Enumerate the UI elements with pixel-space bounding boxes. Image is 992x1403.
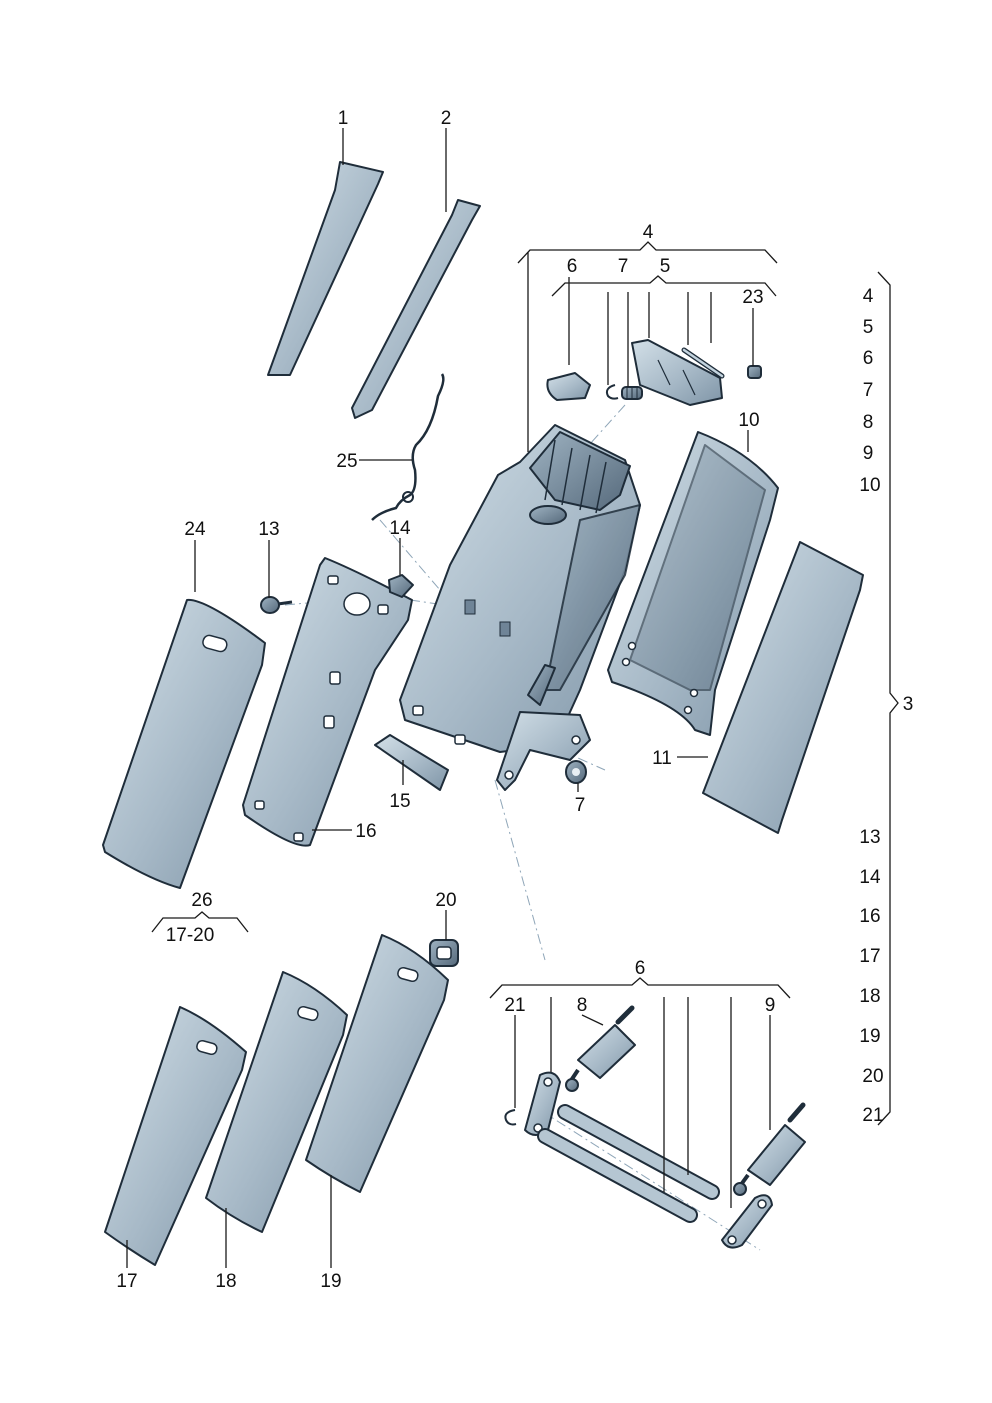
legend-item: 19 [859, 1026, 880, 1047]
part-17-board [104, 1006, 247, 1266]
callout-26: 26 [191, 890, 212, 911]
part-11-panel [702, 541, 864, 834]
part-pin-rod [681, 347, 725, 379]
part-10-cover [607, 431, 779, 736]
legend-item: 10 [859, 475, 880, 496]
part-tube-lower [537, 1128, 698, 1223]
callout-18: 18 [215, 1271, 236, 1292]
callout-14: 14 [389, 518, 411, 539]
legend-item: 7 [863, 380, 874, 401]
part-7-nut-lower [565, 760, 587, 784]
callout-10: 10 [738, 410, 759, 431]
legend-item: 4 [863, 286, 874, 307]
callout-1: 1 [338, 108, 349, 129]
callout-6-top: 6 [567, 256, 578, 277]
part-spring [621, 386, 643, 400]
callout-15: 15 [389, 791, 410, 812]
leader-lines [126, 128, 771, 1268]
callout-23: 23 [742, 287, 763, 308]
legend-item: 17 [859, 946, 880, 967]
callout-7-bottom: 7 [575, 795, 586, 816]
group-braces [151, 241, 899, 1126]
part-25-wire-rod [371, 373, 445, 521]
part-2-trim-strip [351, 199, 481, 419]
part-1-trim-strip [267, 161, 384, 376]
legend-group-3: 4 5 6 7 8 9 10 13 14 16 17 18 19 20 21 [859, 286, 883, 1126]
callout-11: 11 [652, 748, 672, 769]
callout-13: 13 [258, 519, 279, 540]
callout-16: 16 [355, 821, 376, 842]
part-16-frame-plate [242, 557, 413, 847]
callout-6-lower: 6 [635, 958, 646, 979]
part-hinge-plate-right [721, 1194, 773, 1249]
part-15-bracket [374, 734, 449, 791]
callout-24: 24 [184, 519, 206, 540]
callout-labels: 1 2 4 6 7 5 23 10 25 24 13 14 15 16 7 11… [116, 108, 913, 1292]
callout-8: 8 [577, 995, 588, 1016]
legend-item: 9 [863, 443, 874, 464]
part-21-retaining-clip [504, 1109, 517, 1126]
part-14-clip [388, 574, 414, 598]
callout-9: 9 [765, 995, 776, 1016]
callout-5: 5 [660, 256, 671, 277]
callout-25: 25 [336, 451, 357, 472]
callout-17-20: 17-20 [166, 925, 215, 946]
part-6-cap [546, 372, 591, 401]
legend-item: 21 [862, 1105, 883, 1126]
part-9-gas-strut [733, 1102, 806, 1196]
legend-item: 13 [859, 827, 880, 848]
legend-item: 16 [859, 906, 880, 927]
legend-item: 18 [859, 986, 880, 1007]
legend-item: 14 [859, 867, 881, 888]
part-20-frame-clip [429, 939, 459, 967]
callout-4-top: 4 [643, 222, 654, 243]
callout-20: 20 [435, 890, 456, 911]
legend-item: 8 [863, 412, 874, 433]
legend-item: 5 [863, 317, 874, 338]
part-19-board [305, 934, 449, 1193]
part-7-spring-clip-top [605, 384, 619, 400]
callout-19: 19 [320, 1271, 341, 1292]
part-23-pin [747, 365, 762, 379]
part-24-panel [102, 598, 266, 889]
part-5-latch-housing [631, 339, 723, 406]
callout-17: 17 [116, 1271, 137, 1292]
part-tube-upper [557, 1104, 720, 1200]
part-18-board [205, 971, 348, 1233]
callout-2: 2 [441, 108, 452, 129]
main-housing [399, 424, 641, 791]
part-8-gas-strut [565, 1005, 636, 1092]
callout-3: 3 [903, 694, 914, 715]
part-13-screw [260, 596, 293, 614]
part-hinge-plate-left [524, 1071, 561, 1136]
callout-21: 21 [504, 995, 525, 1016]
legend-item: 6 [863, 348, 874, 369]
legend-item: 20 [862, 1066, 883, 1087]
callout-7-top: 7 [618, 256, 629, 277]
